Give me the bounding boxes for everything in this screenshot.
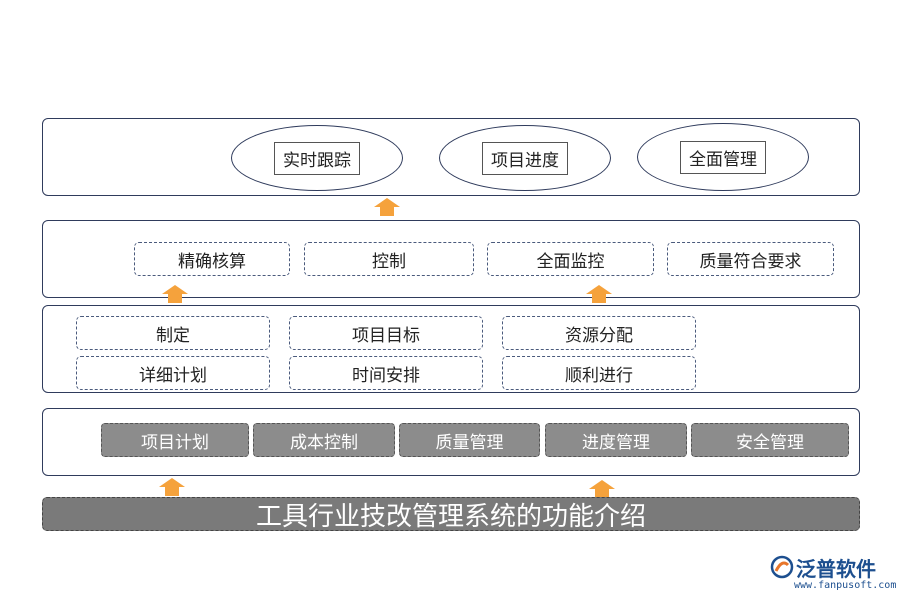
box-full-monitoring: 全面监控	[487, 242, 654, 276]
box-cost-control: 成本控制	[253, 423, 395, 457]
box-quality-management: 质量管理	[399, 423, 540, 457]
logo-url: www.fanpusoft.com	[794, 580, 897, 591]
box-time-schedule: 时间安排	[289, 356, 483, 390]
box-formulate: 制定	[76, 316, 270, 350]
fanpu-logo: 泛普软件 www.fanpusoft.com	[770, 553, 897, 595]
realtime-tracking-label: 实时跟踪	[274, 141, 360, 175]
up-arrow-icon	[589, 480, 615, 498]
box-control: 控制	[304, 242, 474, 276]
up-arrow-icon	[586, 285, 612, 303]
up-arrow-icon	[159, 478, 185, 496]
layer-4: 项目计划 成本控制 质量管理 进度管理 安全管理	[42, 408, 860, 476]
box-safety-management: 安全管理	[691, 423, 849, 457]
ellipse-full-management: 全面管理	[637, 123, 809, 191]
layer-2: 精确核算 控制 全面监控 质量符合要求	[42, 220, 860, 298]
ellipse-realtime-tracking: 实时跟踪	[231, 125, 403, 191]
up-arrow-icon	[162, 285, 188, 303]
full-management-label: 全面管理	[680, 140, 766, 174]
top-layer: 实时跟踪 项目进度 全面管理	[42, 118, 860, 196]
box-project-goal: 项目目标	[289, 316, 483, 350]
project-progress-label: 项目进度	[482, 141, 568, 175]
box-resource-allocation: 资源分配	[502, 316, 696, 350]
box-quality-compliance: 质量符合要求	[667, 242, 834, 276]
box-progress-management: 进度管理	[545, 423, 687, 457]
box-smooth-progress: 顺利进行	[502, 356, 696, 390]
box-detailed-plan: 详细计划	[76, 356, 270, 390]
diagram-title: 工具行业技改管理系统的功能介绍	[42, 497, 860, 532]
layer-3: 制定 项目目标 资源分配 详细计划 时间安排 顺利进行	[42, 305, 860, 393]
logo-name: 泛普软件	[796, 557, 876, 581]
box-precise-accounting: 精确核算	[134, 242, 290, 276]
fanpu-logo-icon	[770, 555, 794, 579]
ellipse-project-progress: 项目进度	[439, 125, 611, 191]
up-arrow-icon	[374, 198, 400, 216]
box-project-plan: 项目计划	[101, 423, 249, 457]
